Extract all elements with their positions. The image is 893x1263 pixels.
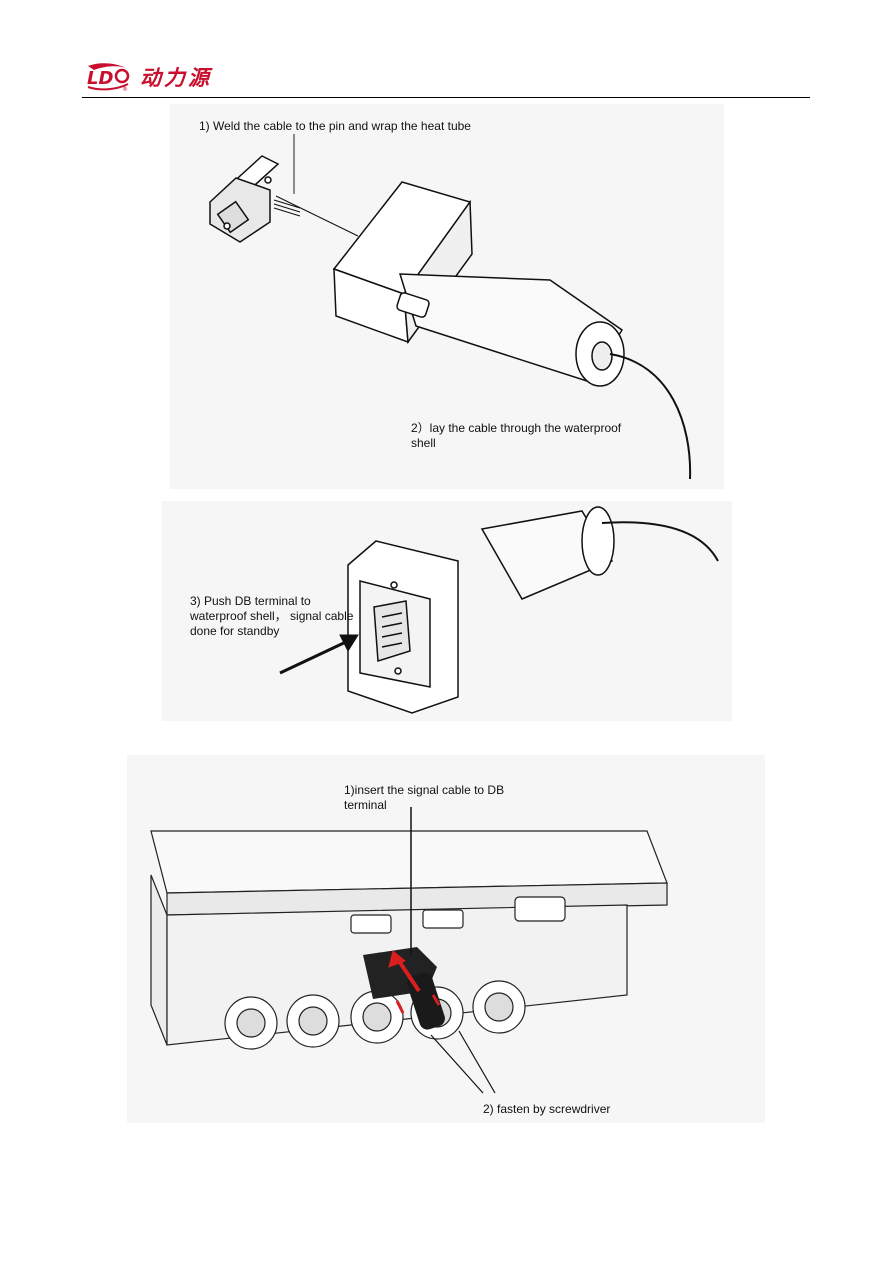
caption-step-lay-cable-line2: shell — [411, 436, 436, 450]
controller-box-drawing — [150, 807, 668, 1094]
db-connector-drawing — [209, 155, 280, 243]
caption-step-insert-line2: terminal — [344, 798, 387, 812]
push-arrow — [279, 634, 359, 675]
svg-text:LD: LD — [87, 68, 113, 89]
waterproof-shell-drawing — [209, 134, 692, 480]
page-header: LD ® 动力源 — [0, 0, 893, 100]
dld-logo-icon: LD ® — [87, 63, 130, 92]
waterproof-housing-drawing — [332, 181, 625, 387]
figure-insert-signal-cable: 1)insert the signal cable to DB terminal… — [127, 755, 765, 1123]
caption-step-weld: 1) Weld the cable to the pin and wrap th… — [199, 119, 471, 133]
assembled-shell-drawing — [279, 506, 719, 714]
caption-step-push-line3: done for standby — [190, 624, 280, 638]
caption-step-insert-line1: 1)insert the signal cable to DB — [344, 783, 505, 797]
header-divider — [82, 97, 810, 98]
insert-arrow — [388, 950, 441, 1014]
svg-text:®: ® — [122, 86, 128, 92]
caption-step-lay-cable-line1: 2）lay the cable through the waterproof — [411, 421, 622, 435]
figure-push-db-terminal: 3) Push DB terminal to waterproof shell，… — [162, 501, 732, 721]
figure-weld-cable: 1) Weld the cable to the pin and wrap th… — [170, 104, 724, 489]
brand-name: 动力源 — [140, 66, 212, 90]
caption-step-fasten: 2) fasten by screwdriver — [483, 1102, 611, 1116]
caption-step-push-line2: waterproof shell， signal cable — [190, 609, 354, 623]
caption-step-push-line1: 3) Push DB terminal to — [190, 594, 311, 608]
